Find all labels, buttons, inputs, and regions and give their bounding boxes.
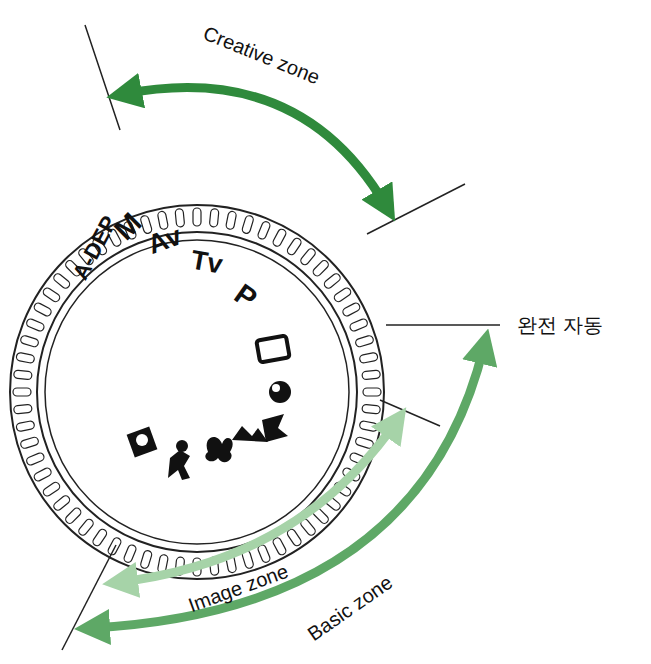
knurl-tooth xyxy=(286,528,303,547)
knurl-tooth xyxy=(16,352,35,363)
knurl-tooth xyxy=(33,467,53,483)
knurl-tooth xyxy=(286,237,303,256)
knurl-tooth xyxy=(91,528,108,547)
knurl-tooth xyxy=(241,215,254,235)
knurl-tooth xyxy=(225,211,236,230)
zone-label: Creative zone xyxy=(201,23,323,88)
knurl-tooth xyxy=(362,404,381,414)
dial-mode: Tv xyxy=(189,246,225,278)
knurl-tooth xyxy=(362,370,381,380)
knurl-tooth xyxy=(342,302,362,318)
knurl-tooth xyxy=(272,537,288,557)
full-auto-symbol xyxy=(256,336,289,363)
knurl-tooth xyxy=(13,370,32,380)
dial-face xyxy=(45,240,349,544)
knurl-tooth xyxy=(25,318,45,332)
zone-dividers xyxy=(62,25,500,650)
creative-zone-arrow xyxy=(124,88,386,206)
knurl-tooth xyxy=(16,420,35,431)
knurl-tooth xyxy=(20,436,40,449)
knurl-tooth xyxy=(299,247,317,266)
knurl-tooth xyxy=(349,318,369,332)
mode-label: 완전 자동 xyxy=(517,315,603,335)
knurl-tooth xyxy=(33,302,53,318)
knurl-tooth xyxy=(193,208,201,226)
knurl-tooth xyxy=(52,494,71,512)
knurl-tooth xyxy=(140,550,153,570)
knurl-tooth xyxy=(355,335,375,348)
knurl-tooth xyxy=(272,228,288,248)
knurl-tooth xyxy=(77,518,95,537)
mode-icons xyxy=(127,381,291,480)
knurl-tooth xyxy=(333,286,352,303)
knurl-tooth xyxy=(13,388,31,396)
knurl-tooth xyxy=(323,272,342,290)
image-zone-arrow xyxy=(120,422,396,582)
basic-zone-arrow xyxy=(92,346,484,628)
knurl-tooth xyxy=(42,286,61,303)
knurl-tooth xyxy=(359,420,378,431)
knurl-tooth xyxy=(13,404,32,414)
knurl-tooth xyxy=(52,272,71,290)
knurl-tooth xyxy=(312,259,330,277)
dial-outer xyxy=(10,205,384,579)
knurl-tooth xyxy=(363,388,381,396)
knurl-tooth xyxy=(257,220,271,240)
knurl-tooth xyxy=(25,452,45,466)
knurl-tooth xyxy=(209,208,219,227)
knurl-tooth xyxy=(359,352,378,363)
knurl-tooth xyxy=(64,507,82,525)
knurling xyxy=(13,208,381,576)
knurl-tooth xyxy=(20,335,40,348)
knurl-tooth xyxy=(42,481,61,498)
knurl-tooth xyxy=(123,544,137,564)
zone-label: Basic zone xyxy=(304,572,396,645)
